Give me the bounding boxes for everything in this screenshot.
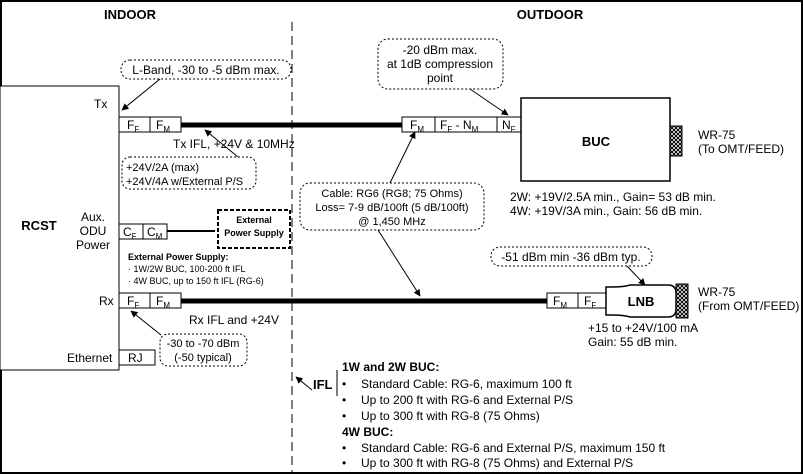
external-ps-note-line-2: · 4W BUC, up to 150 ft IFL (RG-6)	[128, 276, 264, 286]
cable-text-2: Loss= 7-9 dB/100ft (5 dB/100ft)	[315, 202, 468, 214]
external-ps-label-2: Power Supply	[224, 228, 284, 238]
buc-box	[520, 97, 671, 182]
external-power-supply-box	[217, 209, 291, 249]
cable-arrow-to-rx	[377, 229, 421, 297]
indoor-heading: INDOOR	[104, 7, 157, 22]
buc-spec-4w: 4W: +19V/3A min., Gain: 56 dB min.	[510, 204, 702, 218]
svg-text:FF: FF	[127, 118, 139, 134]
compression-text-2: at 1dB compression	[387, 57, 493, 71]
lnb-level-callout	[490, 246, 653, 267]
ethernet-rj-connector	[118, 349, 156, 366]
notes-list-1w2w: • Standard Cable: RG-6, maximum 100 ft •…	[342, 377, 573, 423]
lnb-waveguide-label-1: WR-75	[698, 285, 736, 299]
ifl-arrow	[295, 376, 313, 391]
compression-text-1: -20 dBm max.	[403, 43, 478, 57]
compression-callout	[377, 38, 504, 90]
svg-text:CM: CM	[147, 225, 163, 241]
svg-text:FF: FF	[127, 294, 139, 310]
svg-text:FM: FM	[553, 294, 567, 310]
cable-text-3: @ 1,450 MHz	[358, 216, 425, 228]
note-1w2w-item-3: Up to 300 ft with RG-8 (75 Ohms)	[361, 409, 540, 423]
svg-text:NF: NF	[502, 118, 516, 134]
svg-text:FM: FM	[156, 118, 170, 134]
svg-text:FM: FM	[156, 294, 170, 310]
svg-text:CF: CF	[123, 225, 137, 241]
svg-text:•: •	[342, 377, 346, 391]
svg-text:•: •	[342, 409, 346, 423]
cable-text-1: Cable: RG6 (RG8; 75 Ohms)	[321, 188, 462, 200]
tx-port-label: Tx	[94, 97, 107, 111]
external-ps-note-line-1: · 1W/2W BUC, 100-200 ft IFL	[128, 264, 246, 274]
cable-arrow-to-tx	[389, 131, 416, 184]
lband-arrow	[121, 78, 161, 111]
svg-text:•: •	[342, 393, 346, 407]
compression-text-3: point	[427, 71, 454, 85]
svg-text:FM: FM	[410, 118, 424, 134]
rx-level-text-2: (-50 typical)	[174, 352, 231, 364]
buc-waveguide-label-1: WR-75	[698, 128, 736, 142]
lnb-level-text: -51 dBm min -36 dBm typ.	[501, 250, 640, 264]
rx-level-callout	[159, 333, 248, 367]
lnb-spec-1: +15 to +24V/100 mA	[588, 321, 698, 335]
rx-ifl-label: Rx IFL and +24V	[189, 313, 279, 327]
notes-heading-1w2w: 1W and 2W BUC:	[342, 360, 439, 374]
aux-label-2: ODU	[80, 224, 107, 238]
svg-text:•: •	[342, 441, 346, 455]
lnb-label: LNB	[628, 294, 655, 309]
note-4w-item-2: Up to 300 ft with RG-8 (75 Ohms) and Ext…	[361, 456, 633, 470]
tx-ifl-label: Tx IFL, +24V & 10MHz	[173, 137, 295, 151]
aux-label-1: Aux.	[81, 210, 105, 224]
buc-waveguide-label-2: (To OMT/FEED)	[698, 142, 784, 156]
notes-heading-4w: 4W BUC:	[342, 425, 393, 439]
lnb-waveguide-flange	[675, 283, 689, 319]
tx-power-callout	[121, 156, 257, 190]
tx-power-arrow	[204, 129, 239, 158]
buc-waveguide-flange	[669, 125, 683, 157]
tx-power-text-1: +24V/2A (max)	[126, 162, 199, 174]
svg-text:FF: FF	[584, 294, 596, 310]
aux-label-3: Power	[76, 238, 110, 252]
lnb-waveguide-label-2: (From OMT/FEED)	[698, 299, 799, 313]
svg-text:FF - NM: FF - NM	[440, 118, 479, 134]
svg-text:•: •	[342, 456, 346, 470]
rx-rcst-connectors: FF FM	[118, 292, 182, 310]
notes-list-4w: • Standard Cable: RG-6 and External P/S,…	[342, 441, 666, 470]
buc-label: BUC	[582, 134, 611, 149]
lnb-level-arrow	[626, 265, 646, 286]
rx-level-text-1: -30 to -70 dBm	[167, 338, 240, 350]
note-1w2w-item-2: Up to 200 ft with RG-6 and External P/S	[361, 393, 573, 407]
rx-level-arrow	[130, 310, 162, 336]
lband-callout-text: L-Band, -30 to -5 dBm max.	[132, 63, 279, 77]
rcst-label: RCST	[21, 218, 56, 233]
aux-connectors: CF CM	[118, 223, 168, 241]
rx-lnb-connectors: FM FF	[546, 292, 607, 310]
note-1w2w-item-1: Standard Cable: RG-6, maximum 100 ft	[361, 377, 572, 391]
tx-power-text-2: +24V/4A w/External P/S	[126, 176, 243, 188]
external-ps-note-title: External Power Supply:	[128, 252, 229, 262]
buc-spec-2w: 2W: +19V/2.5A min., Gain= 53 dB min.	[510, 190, 716, 204]
compression-arrow	[469, 88, 509, 116]
outdoor-heading: OUTDOOR	[517, 7, 584, 22]
ethernet-rj-label: RJ	[128, 351, 143, 365]
tx-buc-connectors: FM FF - NM NF	[401, 116, 522, 134]
cable-callout	[299, 182, 485, 231]
note-4w-item-1: Standard Cable: RG-6 and External P/S, m…	[361, 441, 666, 455]
external-ps-label-1: External	[236, 215, 272, 225]
lnb-spec-2: Gain: 55 dB min.	[588, 335, 677, 349]
tx-rcst-connectors: FF FM	[118, 116, 182, 134]
lband-callout	[120, 59, 292, 80]
rx-port-label: Rx	[99, 294, 114, 308]
ethernet-port-label: Ethernet	[67, 351, 113, 365]
ifl-label: IFL	[313, 377, 333, 392]
